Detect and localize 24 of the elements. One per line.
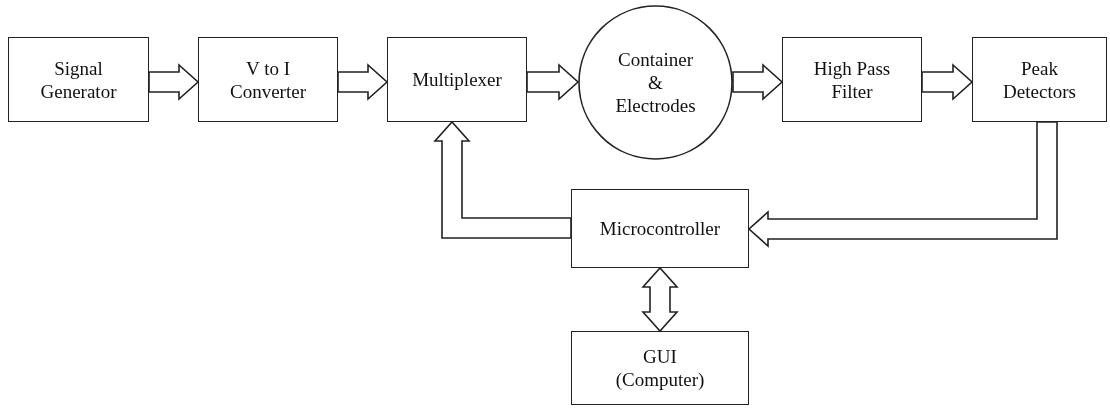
block-arrow bbox=[641, 266, 679, 333]
block-label: High Pass Filter bbox=[812, 56, 892, 103]
block-label: Multiplexer bbox=[412, 68, 502, 91]
block-arrow bbox=[732, 63, 784, 101]
block-label: GUI (Computer) bbox=[614, 345, 706, 391]
process-box bbox=[8, 37, 149, 122]
block-label: Signal Generator bbox=[39, 56, 118, 103]
block-label: Microcontroller bbox=[599, 217, 721, 240]
block-label: Container & Electrodes bbox=[614, 48, 697, 117]
block-label: Peak Detectors bbox=[1002, 56, 1077, 103]
process-box bbox=[782, 37, 922, 122]
circle-node bbox=[578, 5, 733, 160]
block-arrow bbox=[921, 63, 974, 101]
process-box bbox=[571, 189, 749, 268]
block-label: V to I Converter bbox=[229, 56, 307, 103]
block-arrow bbox=[148, 63, 200, 101]
process-box bbox=[571, 331, 749, 405]
block-arrow bbox=[526, 63, 580, 101]
process-box bbox=[198, 37, 338, 122]
process-box bbox=[387, 37, 527, 122]
process-box bbox=[972, 37, 1107, 122]
block-arrow bbox=[433, 120, 572, 239]
block-arrow bbox=[337, 63, 389, 101]
block-arrow bbox=[747, 121, 1058, 248]
